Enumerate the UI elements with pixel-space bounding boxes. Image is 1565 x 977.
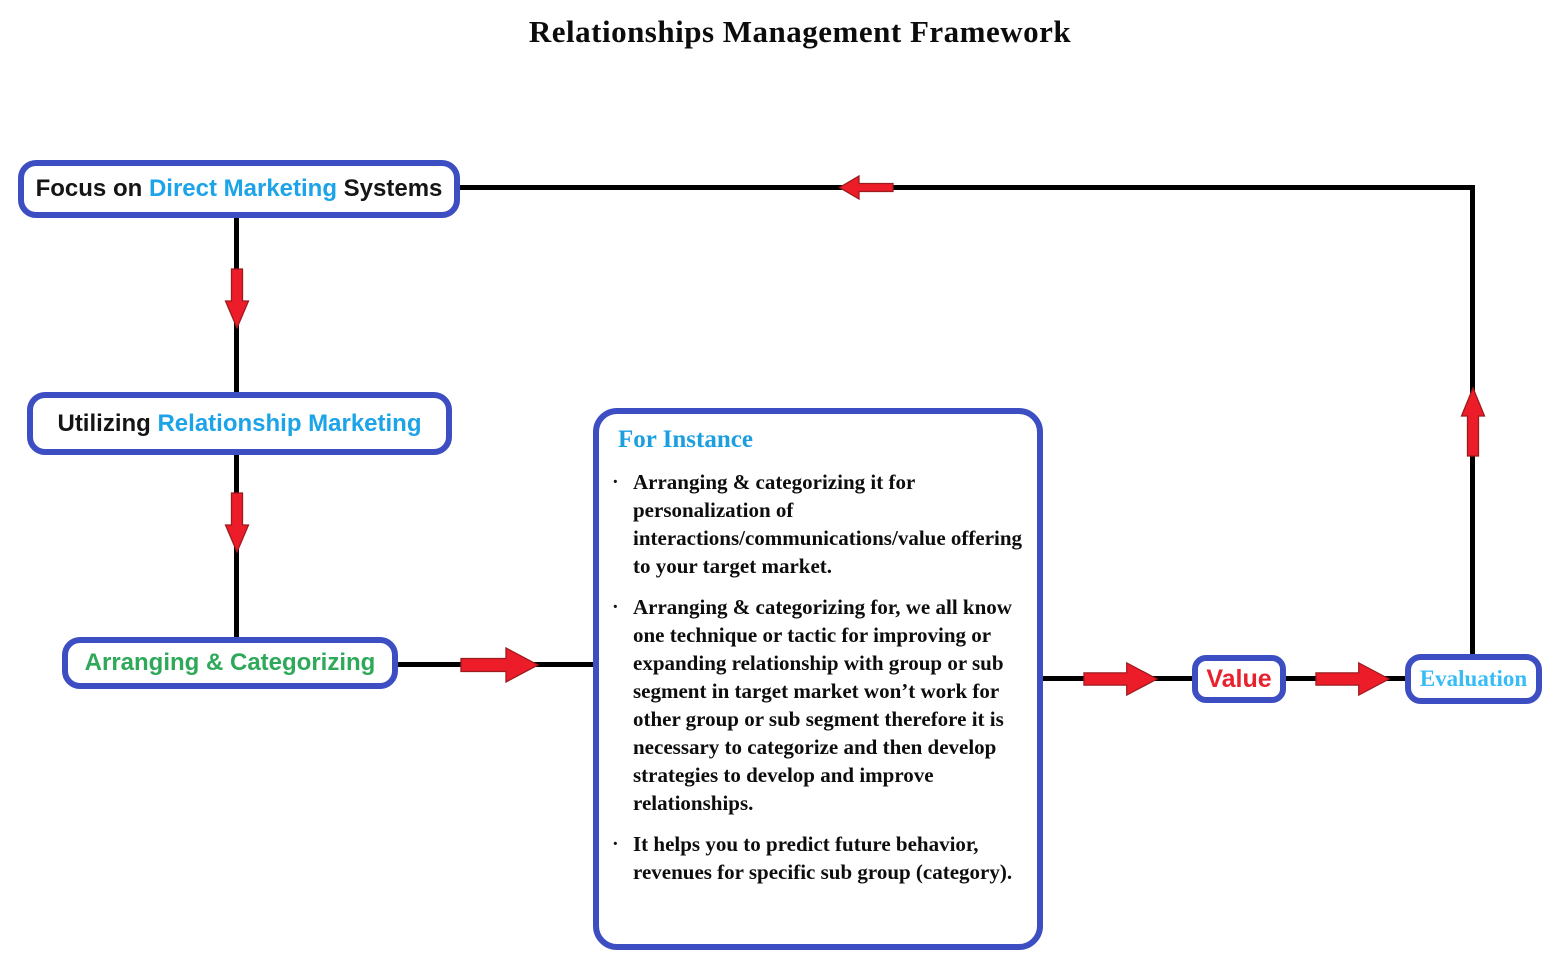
arrow-right-icon	[1315, 661, 1391, 697]
arrow-left-icon	[838, 174, 894, 201]
focus-label-part1: Focus on	[35, 175, 149, 202]
evaluation-label: Evaluation	[1419, 666, 1528, 691]
connector-top-return	[460, 185, 1475, 190]
node-utilizing-relationship-marketing: Utilizing Relationship Marketing	[27, 392, 452, 455]
bullet-text: It helps you to predict future behavior,…	[633, 832, 1013, 884]
arrow-right-icon	[1083, 661, 1159, 697]
node-value: Value	[1192, 655, 1286, 703]
bullet-text: Arranging & categorizing for, we all kno…	[633, 595, 1012, 815]
bullet-marker: ·	[612, 833, 619, 855]
node-arranging-categorizing: Arranging & Categorizing	[62, 637, 398, 689]
bullet-text: Arranging & categorizing it for personal…	[633, 470, 1023, 578]
arrow-down-icon	[224, 268, 250, 330]
list-item: · It helps you to predict future behavio…	[612, 830, 1032, 886]
list-item: · Arranging & categorizing it for person…	[612, 468, 1032, 580]
arrow-down-icon	[224, 492, 250, 554]
arrow-right-icon	[460, 646, 540, 684]
node-focus-direct-marketing: Focus on Direct Marketing Systems	[18, 160, 460, 218]
bullet-marker: ·	[612, 596, 619, 618]
node-evaluation: Evaluation	[1405, 654, 1542, 704]
bullet-marker: ·	[612, 471, 619, 493]
arranging-label: Arranging & Categorizing	[84, 649, 376, 676]
utilizing-label-highlight: Relationship Marketing	[157, 409, 422, 437]
value-label: Value	[1206, 664, 1272, 693]
diagram-title: Relationships Management Framework	[528, 14, 1072, 49]
utilizing-label-part1: Utilizing	[57, 409, 158, 437]
node-for-instance: For Instance · Arranging & categorizing …	[593, 408, 1043, 950]
list-item: · Arranging & categorizing for, we all k…	[612, 593, 1032, 817]
focus-label-part2: Systems	[337, 175, 443, 202]
arrow-up-icon	[1460, 386, 1486, 457]
for-instance-heading: For Instance	[618, 426, 753, 453]
focus-label-highlight: Direct Marketing	[148, 175, 337, 202]
